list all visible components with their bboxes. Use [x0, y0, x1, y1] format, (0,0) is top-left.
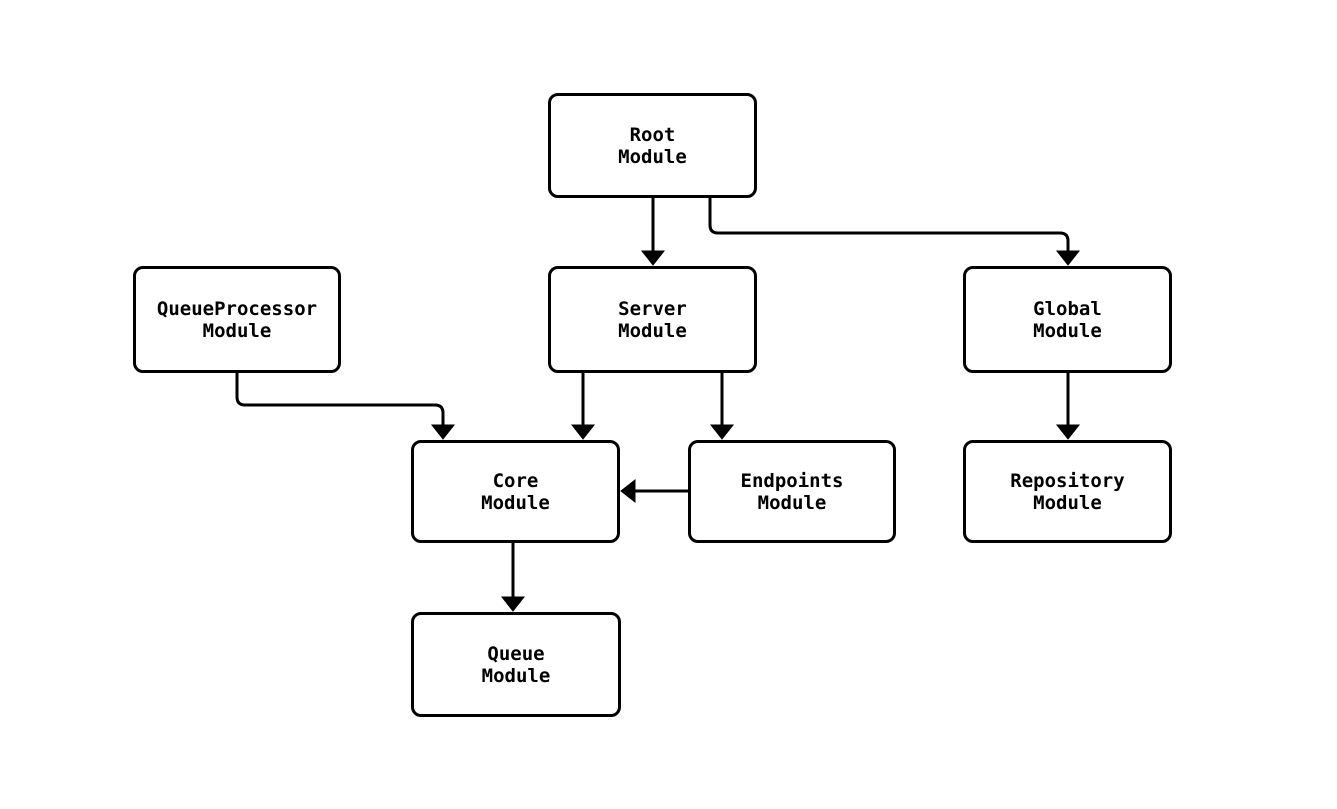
node-queueprocessor-module: QueueProcessor Module [133, 266, 341, 373]
node-label: Root Module [618, 123, 687, 168]
node-label: Endpoints Module [740, 469, 844, 514]
edge-root-to-server [640, 198, 666, 266]
node-label: Server Module [618, 297, 687, 342]
node-queue-module: Queue Module [411, 612, 621, 717]
node-repository-module: Repository Module [963, 440, 1172, 543]
edge-queueprocessor-to-core [235, 373, 456, 440]
node-label: QueueProcessor Module [156, 297, 318, 342]
edge-root-to-global [708, 198, 1081, 266]
node-root-module: Root Module [548, 93, 757, 198]
arrowhead-down-icon [1055, 250, 1081, 266]
node-label: Queue Module [481, 642, 551, 687]
arrowhead-down-icon [500, 596, 526, 612]
arrowhead-down-icon [709, 424, 735, 440]
node-label: Global Module [1033, 297, 1102, 342]
edge-endpoints-to-core [620, 478, 688, 504]
node-label: Repository Module [1010, 469, 1125, 514]
arrowhead-down-icon [570, 424, 596, 440]
edge-server-to-endpoints [709, 373, 735, 440]
node-core-module: Core Module [411, 440, 620, 543]
node-label: Core Module [481, 469, 550, 514]
arrowhead-down-icon [640, 250, 666, 266]
arrowhead-down-icon [1055, 424, 1081, 440]
arrowhead-down-icon [430, 424, 456, 440]
node-endpoints-module: Endpoints Module [688, 440, 896, 543]
edge-core-to-queue [500, 543, 526, 612]
edge-global-to-repository [1055, 373, 1081, 440]
edge-server-to-core [570, 373, 596, 440]
node-global-module: Global Module [963, 266, 1172, 373]
node-server-module: Server Module [548, 266, 757, 373]
arrowhead-left-icon [620, 478, 636, 504]
